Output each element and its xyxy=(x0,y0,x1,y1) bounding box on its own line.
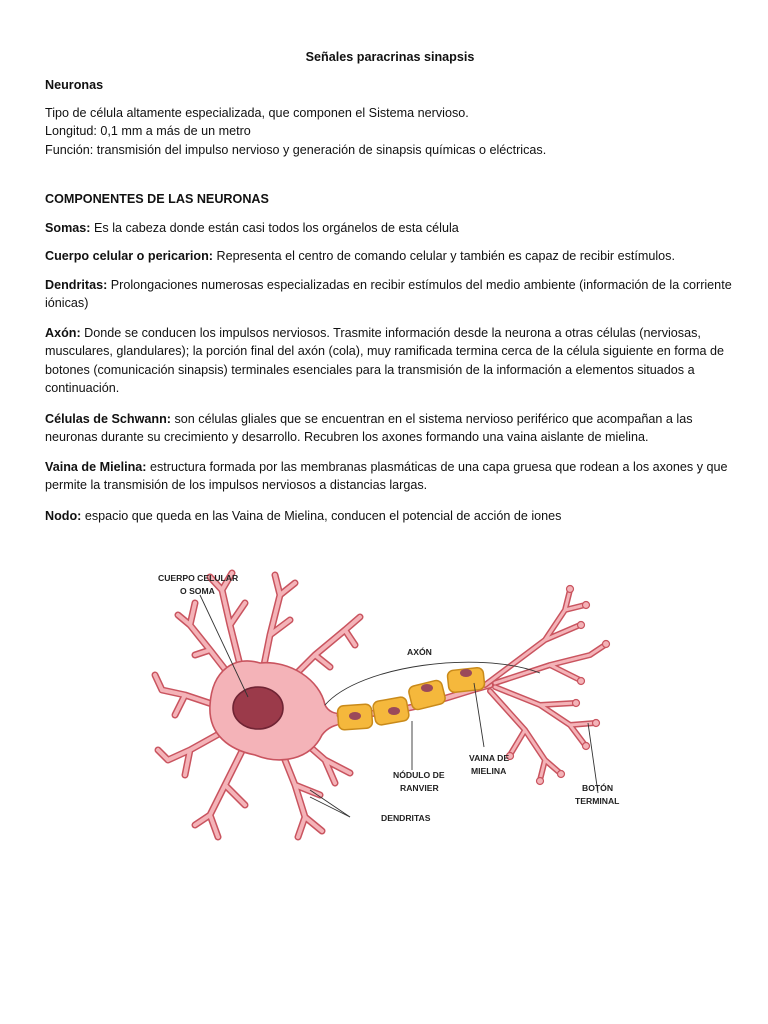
term-vaina-mielina: Vaina de Mielina: xyxy=(45,460,147,474)
document-title: Señales paracrinas sinapsis xyxy=(305,50,475,64)
label-vaina-1: VAINA DE xyxy=(469,753,509,763)
text-nodo: espacio que queda en las Vaina de Mielin… xyxy=(81,509,562,523)
term-nodo: Nodo: xyxy=(45,509,82,523)
neuronas-description: Tipo de célula altamente especializada, … xyxy=(45,104,735,159)
label-soma-1: CUERPO CELULAR xyxy=(158,573,239,583)
text-cuerpo-celular: Representa el centro de comando celular … xyxy=(212,249,675,263)
neuronas-line-1: Tipo de célula altamente especializada, … xyxy=(45,106,469,120)
item-axon: Axón: Donde se conducen los impulsos ner… xyxy=(45,324,735,398)
axon-terminals xyxy=(482,587,608,783)
label-vaina-2: MIELINA xyxy=(471,766,506,776)
text-dendritas: Prolongaciones numerosas especializadas … xyxy=(45,278,732,311)
section-heading-componentes: COMPONENTES DE LAS NEURONAS xyxy=(45,192,269,206)
label-nodulo-1: NÓDULO DE xyxy=(393,769,445,780)
label-boton-1: BOTÓN xyxy=(582,782,613,793)
item-somas: Somas: Es la cabeza donde están casi tod… xyxy=(45,219,735,237)
pointer-lines xyxy=(199,594,599,818)
terminal-buttons xyxy=(505,584,611,786)
text-axon: Donde se conducen los impulsos nerviosos… xyxy=(45,326,724,396)
myelin-sheaths xyxy=(336,667,486,731)
text-vaina-mielina: estructura formada por las membranas pla… xyxy=(45,460,728,493)
term-cuerpo-celular: Cuerpo celular o pericarion: xyxy=(45,249,213,263)
neuronas-line-2: Longitud: 0,1 mm a más de un metro xyxy=(45,124,251,139)
term-axon: Axón: xyxy=(45,326,81,340)
label-axon: AXÓN xyxy=(407,646,432,657)
neuronas-line-3: Función: transmisión del impulso nervios… xyxy=(45,142,547,157)
item-cuerpo-celular: Cuerpo celular o pericarion: Representa … xyxy=(45,247,735,265)
text-somas: Es la cabeza donde están casi todos los … xyxy=(90,221,459,235)
neuron-diagram: CUERPO CELULAR O SOMA AXÓN VAINA DE MIEL… xyxy=(150,555,630,855)
section-componentes: COMPONENTES DE LAS NEURONAS xyxy=(45,190,735,208)
label-nodulo-2: RANVIER xyxy=(400,783,439,793)
term-schwann: Células de Schwann: xyxy=(45,412,171,426)
item-dendritas: Dendritas: Prolongaciones numerosas espe… xyxy=(45,276,735,313)
text-schwann: son células gliales que se encuentran en… xyxy=(45,412,693,445)
section-neuronas: Neuronas xyxy=(45,76,735,94)
item-nodo: Nodo: espacio que queda en las Vaina de … xyxy=(45,507,735,525)
neuron-svg: CUERPO CELULAR O SOMA AXÓN VAINA DE MIEL… xyxy=(151,569,619,841)
label-dendritas: DENDRITAS xyxy=(381,813,431,823)
term-dendritas: Dendritas: xyxy=(45,278,108,292)
soma-nucleus xyxy=(232,686,284,730)
item-vaina-mielina: Vaina de Mielina: estructura formada por… xyxy=(45,458,735,495)
term-somas: Somas: xyxy=(45,221,91,235)
label-boton-2: TERMINAL xyxy=(575,796,619,806)
label-soma-2: O SOMA xyxy=(180,586,215,596)
item-schwann: Células de Schwann: son células gliales … xyxy=(45,410,735,447)
section-heading-neuronas: Neuronas xyxy=(45,78,104,92)
